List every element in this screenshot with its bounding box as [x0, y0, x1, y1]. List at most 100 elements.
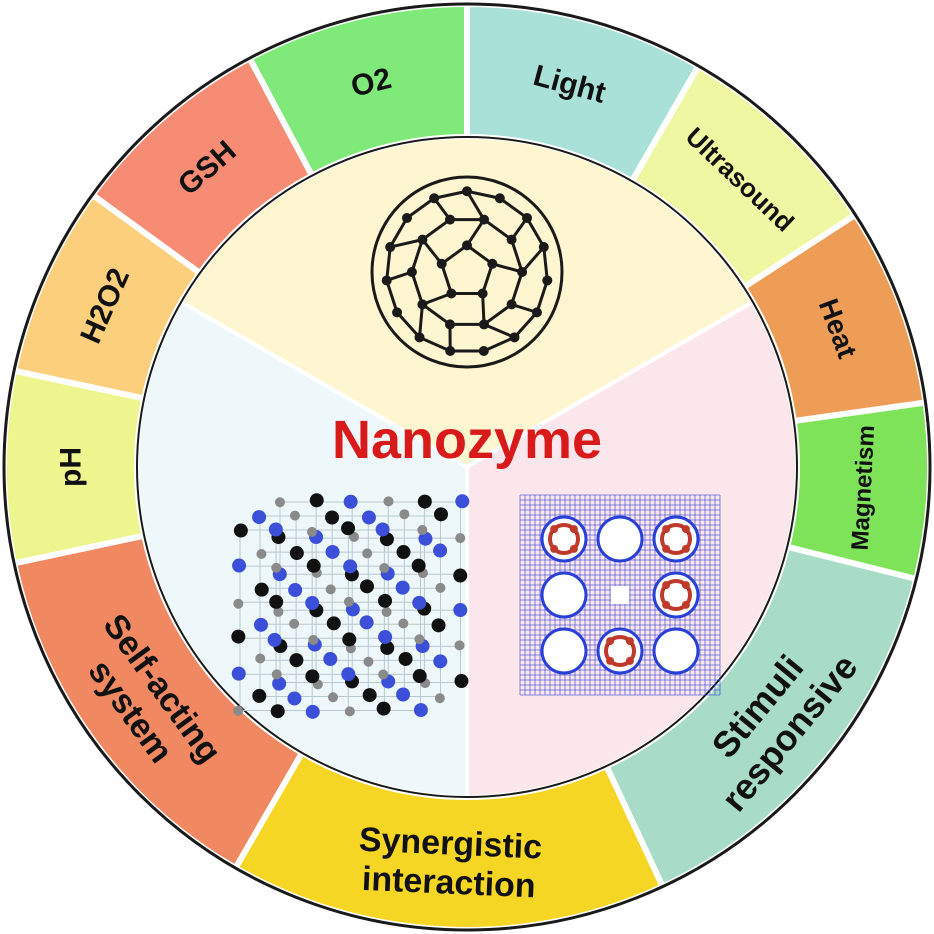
center-title: Nanozyme [332, 410, 602, 470]
fullerene-bond [395, 311, 421, 339]
lattice-atom [268, 522, 283, 537]
center-disk-border [136, 136, 798, 798]
lattice-atom [288, 583, 303, 598]
fullerene-bond [525, 217, 546, 248]
fullerene-atom [506, 299, 517, 310]
ring-segment: Ultrasound [627, 61, 860, 292]
fullerene-bond [406, 197, 436, 220]
ring-segment-label: pH [54, 447, 87, 487]
fullerene-bond [418, 335, 451, 353]
fullerene-atom [385, 242, 396, 253]
lattice-atom [305, 669, 320, 684]
lattice-atom [254, 582, 269, 597]
lattice-atom [343, 596, 354, 607]
fullerene-bond [440, 244, 468, 265]
lattice-atom [342, 632, 357, 647]
fullerene-bond [498, 197, 528, 220]
fullerene-bond [491, 262, 523, 274]
fullerene-atom [542, 275, 553, 286]
fullerene-bond [433, 189, 468, 200]
fullerene-bond [542, 246, 549, 281]
lattice-atom [376, 701, 391, 716]
lattice-atom [399, 509, 410, 520]
lattice-atom [269, 594, 284, 609]
lattice-atom [233, 523, 248, 538]
lattice-atom [454, 674, 469, 689]
fullerene-atom [446, 288, 457, 299]
lattice-atom [287, 691, 302, 706]
lattice-atom [256, 548, 267, 559]
lattice-atom [375, 522, 390, 537]
lattice-atom [431, 618, 446, 633]
fullerene-atom [522, 212, 533, 223]
fullerene-bond [483, 303, 513, 326]
lattice-atom [308, 634, 319, 645]
lattice-atom [380, 640, 395, 655]
fullerene-bond [418, 304, 424, 338]
fullerene-atom [381, 275, 392, 286]
lattice-atom [343, 559, 358, 574]
fullerene-atom [392, 307, 403, 318]
fullerene-atom [479, 214, 490, 225]
lattice-atom [344, 706, 355, 717]
fullerene-bond [465, 190, 486, 221]
lattice-atom [434, 693, 445, 704]
lattice-atom [417, 494, 432, 509]
lattice-atom [306, 558, 321, 573]
lattice-atom [233, 598, 244, 609]
framework-center-pore [611, 586, 629, 604]
lattice-atom [363, 656, 374, 667]
fullerene-bond [410, 271, 424, 305]
fullerene-atom [417, 234, 428, 245]
framework-oxygen [606, 637, 615, 646]
framework-oxygen [569, 544, 578, 553]
fullerene-atom [414, 332, 425, 343]
lattice-atom [289, 546, 304, 561]
lattice-atom [289, 618, 300, 629]
framework-oxygen [550, 544, 559, 553]
lattice-atom [381, 607, 392, 618]
lattice-atom [305, 704, 320, 719]
fullerene-atom [479, 319, 490, 330]
lattice-atom [289, 510, 300, 521]
fullerene-atom [509, 332, 520, 343]
lattice-atom [378, 629, 393, 644]
framework-oxygen [681, 600, 690, 609]
lattice-atom [362, 688, 377, 703]
lattice-atom [383, 496, 394, 507]
fullerene-bond [421, 238, 443, 265]
fullerene-atom [517, 267, 528, 277]
lattice-atom [433, 543, 448, 558]
crystal-lattice-structure-icon [231, 493, 470, 719]
lattice-atom [231, 629, 246, 644]
fullerene-atom [477, 288, 488, 299]
framework-pore [596, 515, 644, 563]
lattice-atom [343, 494, 358, 509]
ring-segment: pH [1, 367, 148, 567]
lattice-atom [417, 525, 428, 536]
lattice-atom [379, 563, 390, 574]
lattice-atom [271, 669, 282, 680]
lattice-atom [398, 651, 413, 666]
fullerene-atom [531, 307, 542, 318]
lattice-atom [272, 676, 287, 691]
lattice-atom [309, 493, 324, 508]
lattice-atom [253, 617, 268, 632]
lattice-atom [433, 507, 448, 522]
fullerene-atom [478, 345, 489, 356]
framework-cluster [660, 523, 692, 555]
lattice-atom [267, 632, 282, 647]
framework-cluster [660, 579, 692, 611]
framework-pore [540, 571, 588, 619]
framework-oxygen [681, 525, 690, 534]
lattice-atom [252, 688, 267, 703]
lattice-atom [413, 703, 428, 718]
fullerene-outline [370, 175, 564, 369]
lattice-atom [341, 667, 356, 682]
lattice-atom [323, 652, 338, 667]
fullerene-atom [538, 242, 549, 253]
lattice-atom [255, 653, 266, 664]
fullerene-bond [421, 303, 451, 326]
